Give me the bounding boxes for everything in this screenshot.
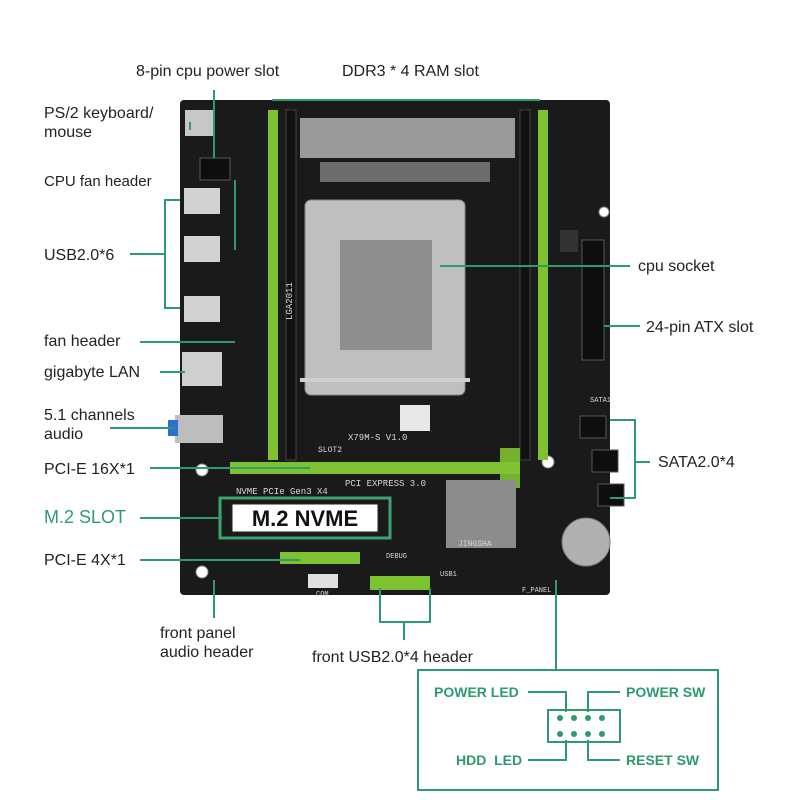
cpu-power-connector (199, 157, 231, 181)
label-m2: M.2 SLOT (44, 507, 127, 527)
label-front-audio: front panel audio header (160, 625, 254, 661)
label-ps2: PS/2 keyboard/ mouse (44, 105, 154, 141)
svg-text:M.2 NVME: M.2 NVME (252, 506, 358, 531)
svg-text:F_PANEL: F_PANEL (522, 587, 551, 595)
ram-slot-2 (285, 109, 297, 461)
label-power-led: POWER LED (434, 684, 519, 700)
svg-text:SATA1: SATA1 (590, 397, 611, 405)
sata-port-1 (579, 415, 607, 439)
label-lan: gigabyte LAN (44, 364, 141, 381)
sata-port-2 (591, 449, 619, 473)
cmos-battery (561, 517, 611, 567)
svg-text:SLOT2: SLOT2 (318, 446, 342, 455)
audio-jacks (175, 415, 223, 443)
ram-slot-1 (268, 110, 278, 460)
atx-24pin-slot (581, 239, 605, 361)
svg-text:COM: COM (316, 591, 329, 599)
label-fan-header: fan header (44, 333, 121, 350)
label-usb: USB2.0*6 (44, 247, 115, 264)
label-cpu-power: 8-pin cpu power slot (136, 63, 280, 80)
svg-text:JINGSHA: JINGSHA (458, 540, 492, 549)
label-cpu-fan: CPU fan header (44, 173, 152, 190)
lan-port (182, 352, 222, 386)
label-audio: 5.1 channels audio (44, 407, 135, 443)
ram-slot-4 (538, 110, 548, 460)
svg-text:NVME PCIe Gen3 X4: NVME PCIe Gen3 X4 (236, 487, 328, 497)
label-hdd-led: HDD LED (456, 752, 523, 768)
pcie-4x-slot (280, 552, 360, 564)
svg-text:LGA2011: LGA2011 (285, 282, 295, 320)
label-sata: SATA2.0*4 (658, 454, 735, 471)
front-usb-header (370, 576, 430, 590)
ram-slot-3 (519, 109, 531, 461)
sata-port-3 (597, 483, 625, 507)
label-power-sw: POWER SW (626, 684, 706, 700)
svg-text:DEBUG: DEBUG (386, 553, 407, 561)
svg-text:X79M-S V1.0: X79M-S V1.0 (348, 433, 407, 443)
pcie-16x-slot (230, 462, 520, 474)
svg-text:USB1: USB1 (440, 571, 457, 579)
chipset-heatsink (446, 480, 516, 548)
label-front-usb: front USB2.0*4 header (312, 649, 473, 666)
label-ram-slot: DDR3 * 4 RAM slot (342, 63, 479, 80)
usb-port-3 (184, 296, 220, 322)
label-cpu-socket: cpu socket (638, 258, 715, 275)
usb-port-2 (184, 236, 220, 262)
svg-text:PCI EXPRESS 3.0: PCI EXPRESS 3.0 (345, 479, 426, 489)
usb-port-1 (184, 188, 220, 214)
label-pcie4: PCI-E 4X*1 (44, 552, 126, 569)
label-atx: 24-pin ATX slot (646, 319, 754, 336)
label-reset-sw: RESET SW (626, 752, 700, 768)
label-pcie16: PCI-E 16X*1 (44, 461, 135, 478)
front-panel-pin-block (547, 709, 621, 743)
